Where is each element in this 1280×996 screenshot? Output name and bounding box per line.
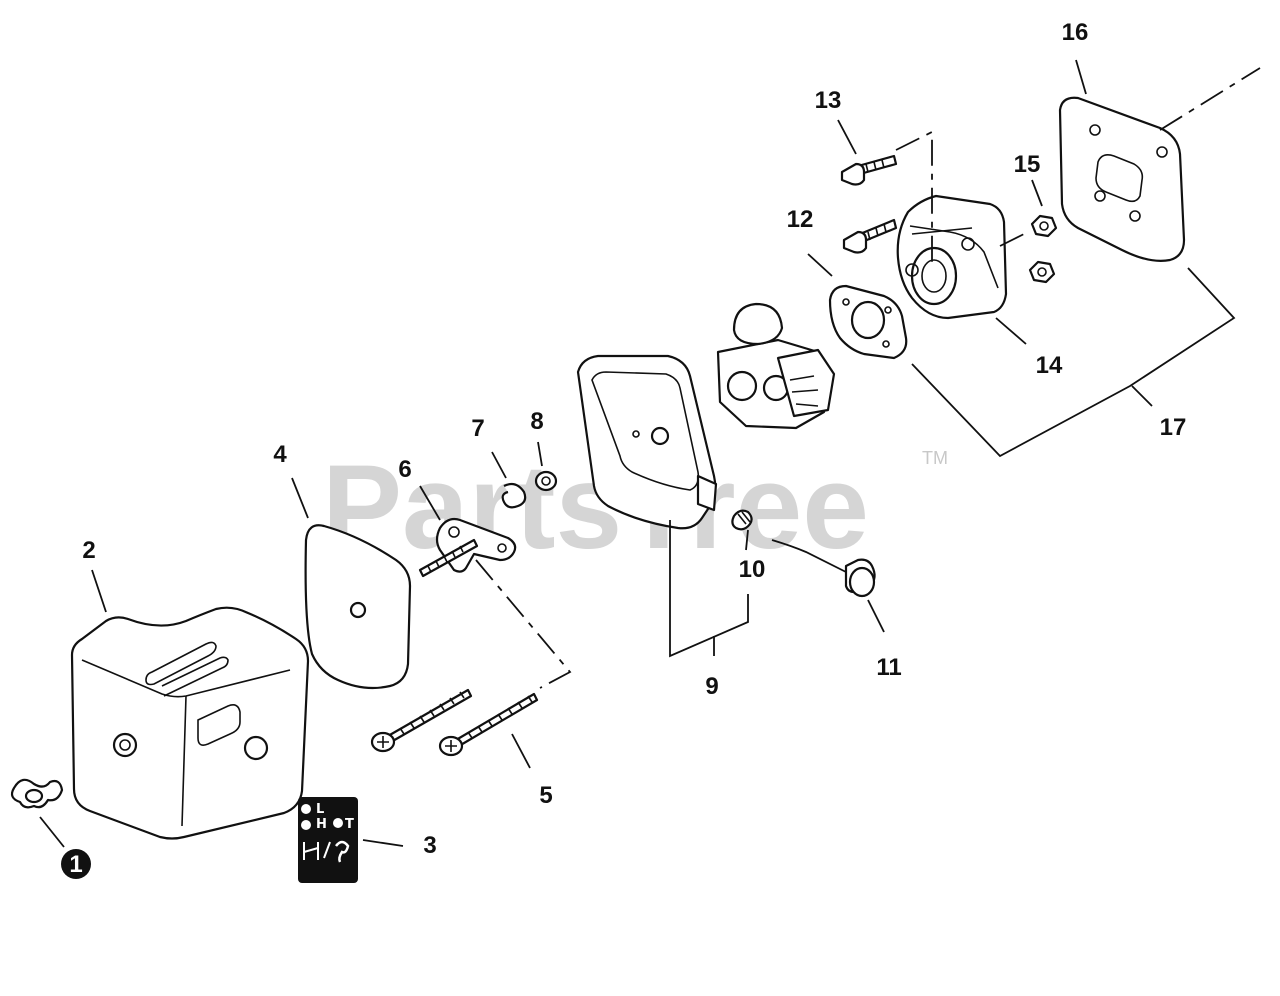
callout-3[interactable]: 3 (423, 832, 436, 859)
callout-4[interactable]: 4 (273, 441, 287, 468)
part-4-air-filter[interactable] (304, 524, 412, 690)
decal-letter-h: H (316, 817, 327, 832)
decal-letter-l: L (316, 802, 324, 817)
callout-7[interactable]: 7 (471, 415, 484, 442)
part-16-gasket[interactable] (1058, 96, 1186, 262)
callout-14[interactable]: 14 (1036, 352, 1063, 379)
part-10-fitting[interactable] (731, 509, 753, 531)
callout-1[interactable]: 1 (69, 851, 82, 878)
part-2-air-cleaner-cover[interactable] (70, 606, 310, 840)
callout-6[interactable]: 6 (398, 456, 411, 483)
callout-2[interactable]: 2 (82, 537, 95, 564)
part-5-screws[interactable] (370, 688, 539, 757)
callout-labels: 1 2 3 4 5 6 7 8 9 10 11 12 13 14 15 16 1… (61, 19, 1186, 879)
callout-16[interactable]: 16 (1062, 19, 1089, 46)
part-3-decal[interactable]: L H T (298, 797, 358, 883)
decal-letter-t: T (345, 817, 354, 832)
part-1-wing-nut[interactable] (10, 778, 64, 809)
carburetor[interactable] (716, 302, 836, 430)
part-7-clip[interactable] (501, 482, 527, 509)
callout-5[interactable]: 5 (539, 782, 552, 809)
callout-10[interactable]: 10 (739, 556, 766, 583)
part-13-bolts[interactable] (840, 154, 898, 254)
part-8-washer[interactable] (534, 470, 558, 492)
leader-lines (39, 59, 1261, 848)
part-9-air-cleaner-case[interactable] (576, 354, 718, 530)
watermark-trademark: TM (922, 448, 948, 468)
part-6-bracket[interactable] (418, 517, 517, 578)
part-12-gasket[interactable] (828, 284, 908, 360)
callout-11[interactable]: 11 (876, 654, 901, 681)
part-15-nuts[interactable] (1028, 214, 1058, 284)
part-14-insulator[interactable] (896, 194, 1008, 320)
callout-8[interactable]: 8 (530, 408, 543, 435)
callout-15[interactable]: 15 (1014, 151, 1041, 178)
callout-13[interactable]: 13 (815, 87, 842, 114)
callout-12[interactable]: 12 (787, 206, 814, 233)
part-11-primer-bulb[interactable] (771, 539, 876, 598)
callout-9[interactable]: 9 (705, 673, 718, 700)
callout-17[interactable]: 17 (1160, 414, 1187, 441)
